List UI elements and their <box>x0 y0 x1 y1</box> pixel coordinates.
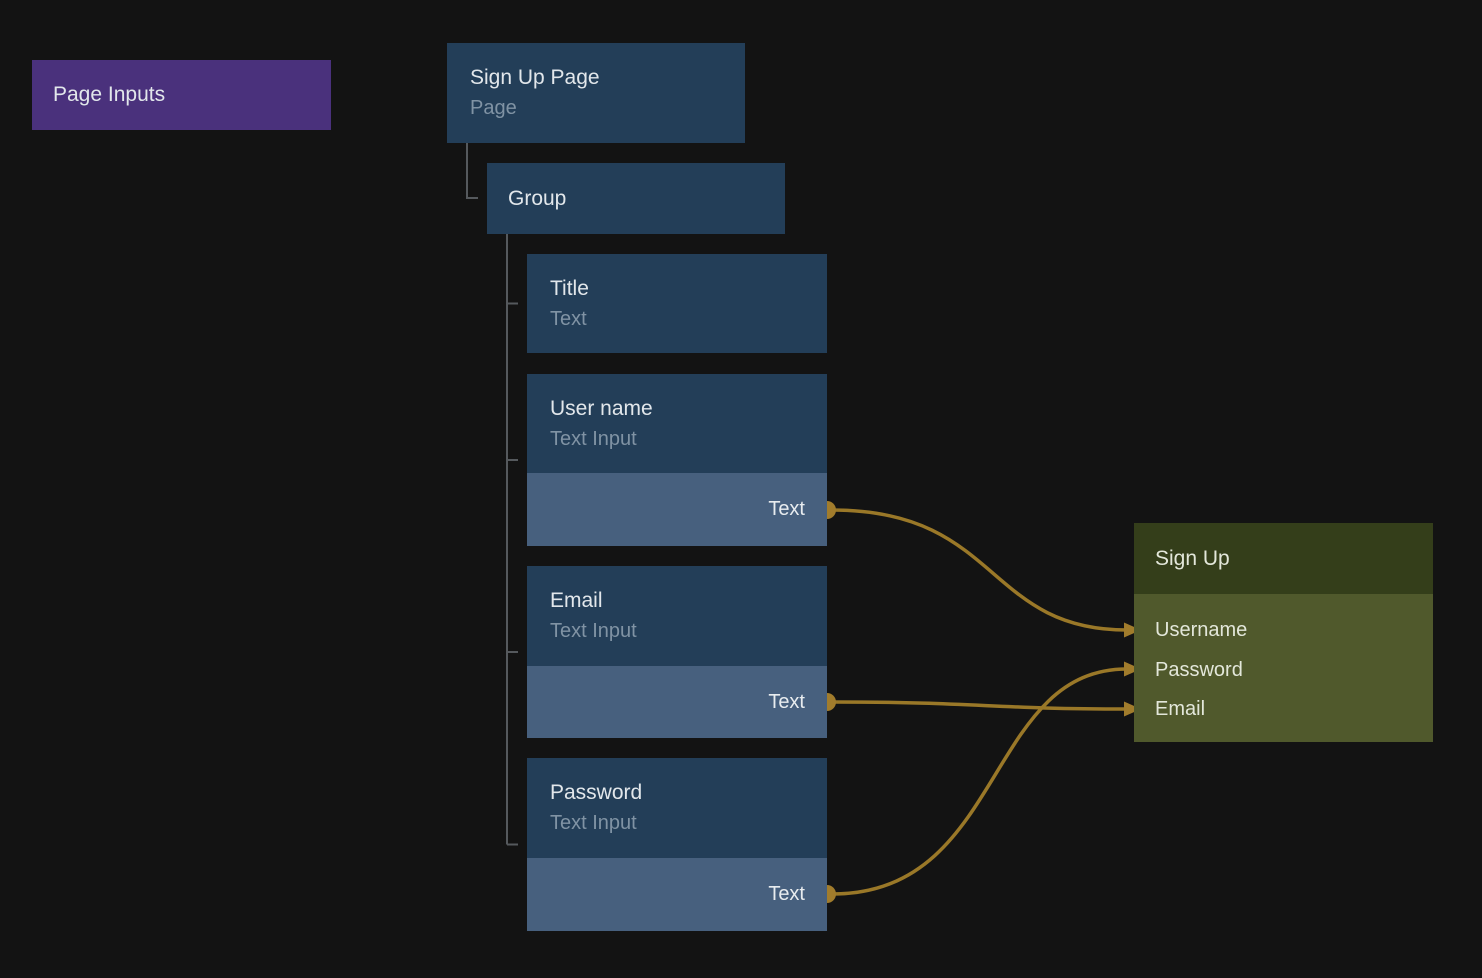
signup-input-password[interactable]: Password <box>1134 650 1433 690</box>
wire-password-to-signup[interactable] <box>831 667 1128 896</box>
node-user-name[interactable]: User name Text Input Text <box>527 374 827 546</box>
output-port-label: Text <box>768 883 805 905</box>
signup-input-email[interactable]: Email <box>1134 689 1433 729</box>
signup-input-username[interactable]: Username <box>1134 610 1433 650</box>
input-label: Username <box>1155 618 1248 641</box>
input-arrow-icon-username[interactable] <box>1124 622 1141 638</box>
input-label: Email <box>1155 697 1206 720</box>
node-title: Password <box>550 781 643 804</box>
output-port-label: Text <box>768 498 805 520</box>
node-subtitle: Text <box>550 307 587 330</box>
node-group[interactable]: Group <box>487 163 785 234</box>
tree-connector-line <box>466 143 478 199</box>
output-port-label: Text <box>768 690 805 713</box>
node-page-inputs[interactable]: Page Inputs <box>32 60 331 130</box>
node-title: User name <box>550 396 653 420</box>
node-sign-up[interactable]: Sign Up Username Password Email <box>1134 523 1433 742</box>
node-password[interactable]: Password Text Input Text <box>527 758 827 931</box>
node-header[interactable]: Password Text Input <box>527 758 827 858</box>
node-title-text[interactable]: Title Text <box>527 254 827 353</box>
node-title: Sign Up <box>1155 546 1230 570</box>
node-title: Sign Up Page <box>470 66 600 89</box>
input-arrow-icon-password[interactable] <box>1124 661 1141 677</box>
node-header[interactable]: User name Text Input <box>527 374 827 473</box>
input-label: Password <box>1155 658 1243 681</box>
input-arrow-icon-email[interactable] <box>1124 701 1141 717</box>
node-title: Page Inputs <box>53 83 166 106</box>
node-output-row[interactable]: Text <box>527 666 827 738</box>
wire-email-to-signup[interactable] <box>831 700 1128 711</box>
node-header[interactable]: Email Text Input <box>527 566 827 666</box>
node-sign-up-page[interactable]: Sign Up Page Page <box>447 43 745 143</box>
node-email[interactable]: Email Text Input Text <box>527 566 827 738</box>
node-title: Email <box>550 589 603 612</box>
node-subtitle: Page <box>470 97 517 119</box>
node-title: Title <box>550 276 589 300</box>
node-output-row[interactable]: Text <box>527 473 827 546</box>
node-header[interactable]: Sign Up <box>1134 523 1433 594</box>
wire-username-to-signup[interactable] <box>831 508 1128 632</box>
node-subtitle: Text Input <box>550 812 637 834</box>
node-title: Group <box>508 186 567 210</box>
node-output-row[interactable]: Text <box>527 858 827 931</box>
node-subtitle: Text Input <box>550 427 637 450</box>
node-inputs-body: Username Password Email <box>1134 594 1433 742</box>
node-subtitle: Text Input <box>550 620 637 642</box>
